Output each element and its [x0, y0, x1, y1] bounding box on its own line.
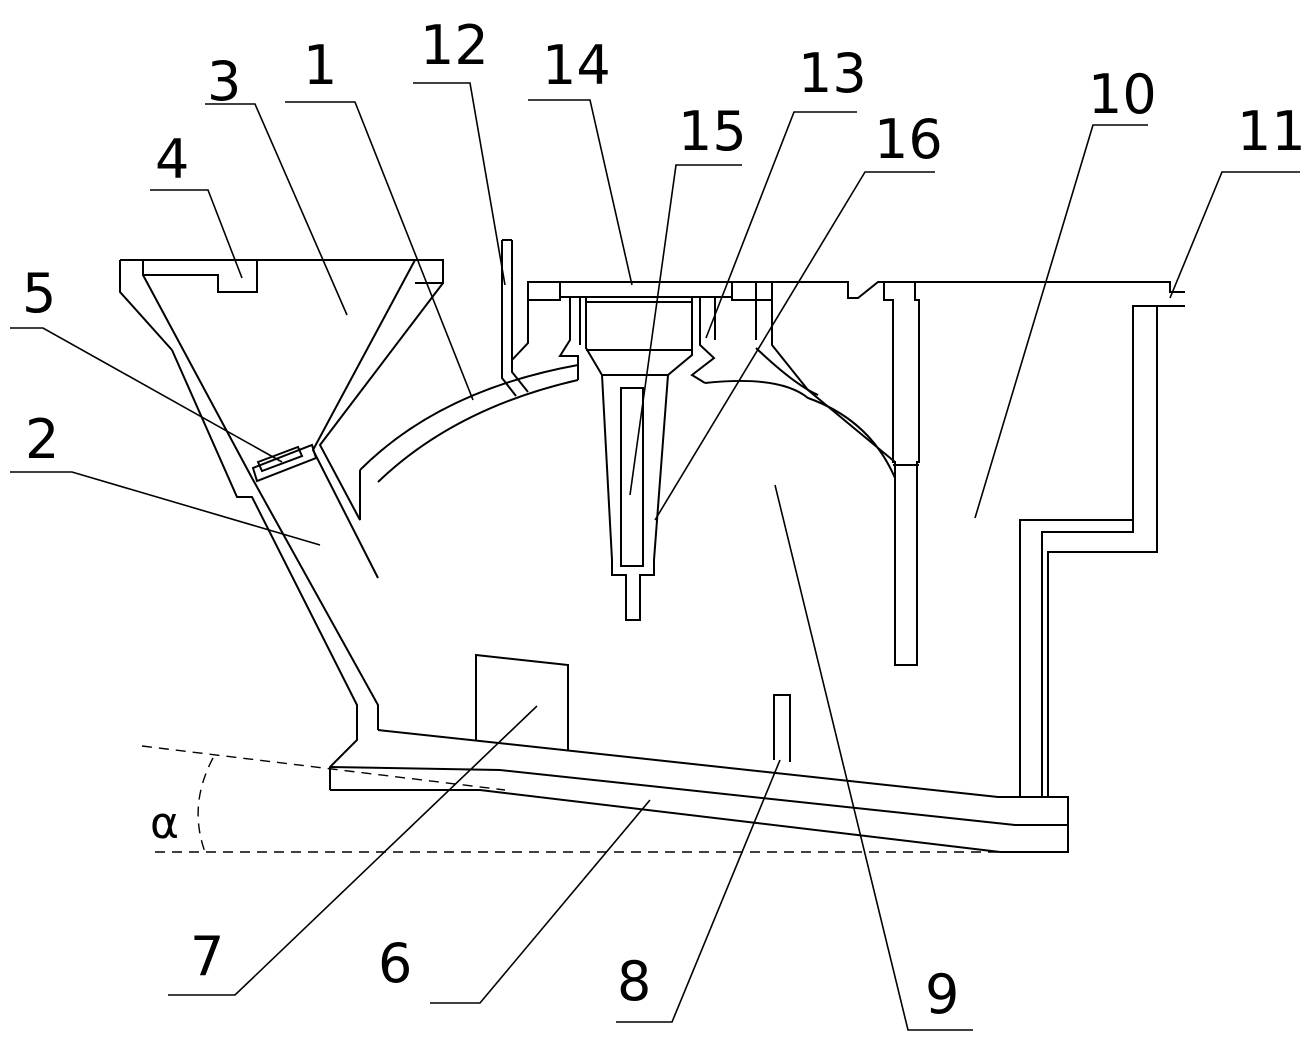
leader-9: [774, 484, 973, 1031]
leader-5: [10, 327, 283, 463]
vertical-pipe-12: [501, 239, 529, 397]
arc-wall: [359, 364, 579, 483]
label-2: 2: [25, 408, 59, 471]
leader-4: [150, 189, 243, 279]
angle-label: α: [150, 798, 179, 849]
right-outer-wall: [1019, 305, 1185, 797]
funnel-wall-inner: [318, 282, 444, 521]
label-3: 3: [207, 50, 241, 113]
label-12: 12: [420, 14, 489, 77]
leader-11: [1169, 171, 1300, 299]
arc-wall-inner: [377, 379, 579, 483]
label-7: 7: [190, 925, 224, 988]
leader-1: [285, 101, 474, 401]
leader-10: [974, 124, 1148, 519]
angle-reference: [141, 745, 1000, 853]
bracket-right: [690, 297, 716, 384]
right-arc-outer: [704, 379, 896, 479]
leader-16: [654, 171, 935, 521]
right-chamber: [704, 283, 920, 666]
leader-2: [10, 471, 321, 546]
leader-15: [629, 164, 742, 496]
leader-6: [430, 799, 651, 1004]
top-rail: [511, 281, 1185, 361]
label-8: 8: [617, 950, 651, 1013]
label-6: 6: [378, 932, 412, 995]
leader-14: [528, 99, 633, 286]
block-7: [475, 653, 569, 750]
top-cover-plate-left: [119, 260, 173, 351]
top-rail-lower-right: [731, 283, 773, 301]
leader-8: [616, 759, 781, 1023]
outer-wall-right: [1041, 305, 1185, 797]
outer-wall-connector: [1019, 519, 1133, 797]
inclined-plate-5: [251, 443, 318, 483]
top-rail-lower: [528, 283, 561, 301]
label-9: 9: [925, 963, 959, 1026]
cover-inner-step: [142, 260, 258, 293]
label-14: 14: [542, 34, 611, 97]
top-cover-plate: [120, 259, 444, 284]
label-16: 16: [874, 108, 943, 171]
leader-12: [413, 82, 506, 286]
leader-13: [705, 111, 857, 339]
partition-left: [883, 283, 920, 666]
base-bottom: [330, 789, 1001, 853]
inclined-reference-line: [141, 745, 506, 791]
pipe-12-right: [511, 240, 529, 393]
left-inner-wall: [142, 274, 379, 730]
right-stub-b: [771, 300, 896, 463]
inner-tube-15: [620, 387, 644, 567]
label-11: 11: [1237, 100, 1306, 163]
top-plate-and-nozzle: [511, 281, 1185, 621]
right-arc-inner: [755, 347, 819, 396]
inclined-plate-5-top: [256, 445, 304, 473]
base-top: [377, 729, 1069, 853]
angle-arc: [197, 757, 214, 853]
leader-3: [205, 103, 348, 316]
base-mid: [329, 766, 1068, 826]
nozzle-top: [580, 296, 700, 303]
label-10: 10: [1088, 63, 1157, 126]
label-1: 1: [303, 34, 337, 97]
base: [329, 653, 1069, 853]
label-13: 13: [798, 42, 867, 105]
label-5: 5: [22, 262, 56, 325]
plate-14: [559, 283, 733, 298]
arc-wall-outer: [359, 364, 579, 471]
label-15: 15: [678, 100, 747, 163]
left-hopper: [119, 259, 444, 790]
reference-numerals: 1 2 3 4 5 6 7 8 9 10 11 12 13 14 15 16 α: [22, 14, 1306, 1026]
post-8: [773, 694, 791, 762]
bracket-left: [558, 297, 579, 372]
funnel-wall-outer: [311, 259, 416, 579]
leader-7: [168, 705, 538, 996]
leader-lines: [10, 82, 1300, 1031]
pipe-12-left: [501, 240, 517, 397]
nozzle-body: [585, 297, 693, 621]
outer-wall-inner: [1047, 306, 1158, 797]
label-4: 4: [155, 128, 189, 191]
